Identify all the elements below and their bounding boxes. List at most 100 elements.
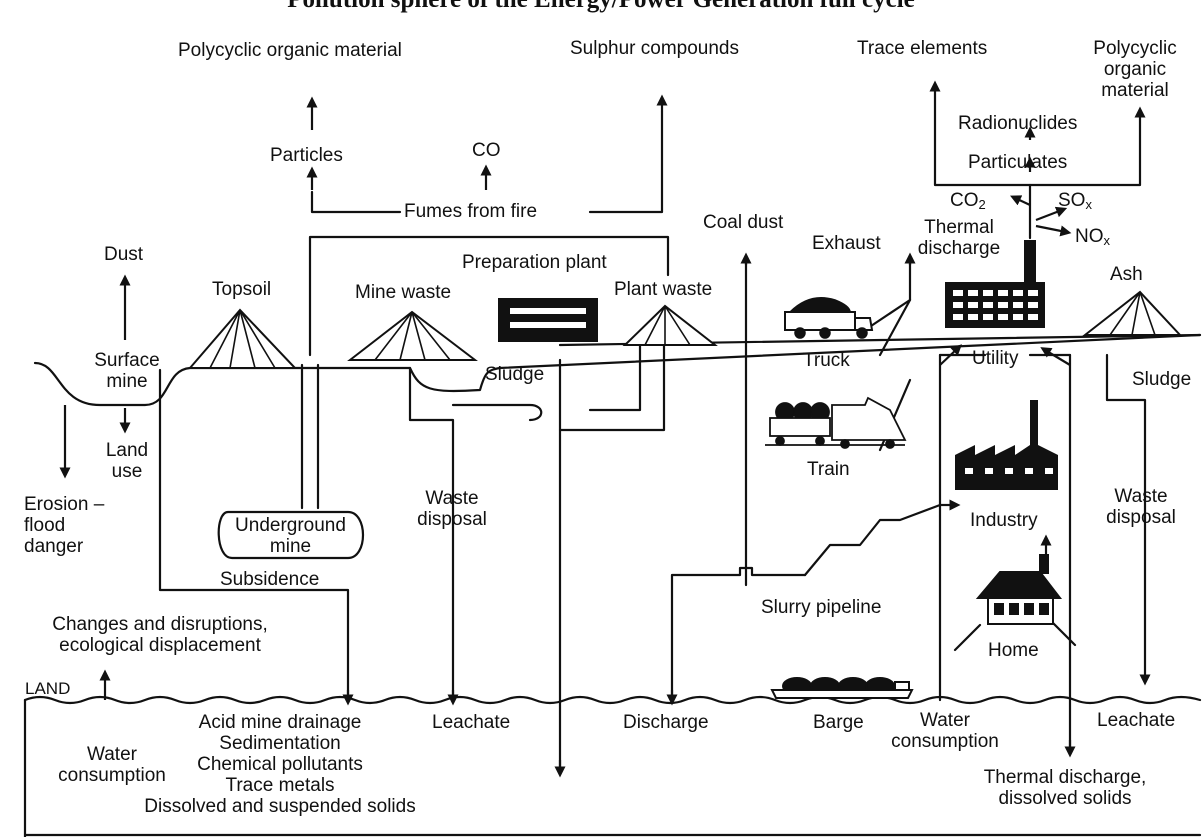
label-acid-5: Dissolved and suspended solids	[144, 796, 416, 817]
preparation-plant-building	[498, 298, 598, 342]
label-subsidence: Subsidence	[220, 569, 320, 590]
label-truck: Truck	[803, 350, 850, 371]
topsoil-pile	[187, 308, 298, 369]
industry-icon	[955, 400, 1058, 490]
train-icon	[765, 396, 907, 449]
label-waste-disposal-right-1: Waste	[1114, 486, 1168, 507]
mine-waste-pile	[347, 310, 478, 361]
fumes-bracket	[310, 190, 402, 214]
label-sludge-right: Sludge	[1132, 369, 1192, 390]
label-nox-sub: x	[1103, 233, 1111, 248]
label-leachate-mid: Leachate	[432, 712, 511, 733]
underground-mine-shape	[217, 510, 365, 560]
label-discharge: Discharge	[623, 712, 709, 733]
stack-bracket	[933, 90, 1142, 187]
label-erosion-1: Erosion –	[24, 494, 105, 515]
label-polycyclic-right-1: Polycyclic	[1093, 38, 1177, 59]
label-mine-waste: Mine waste	[355, 282, 452, 303]
label-nox: NOx	[1075, 226, 1110, 251]
label-sox-main: SO	[1058, 190, 1086, 211]
label-trace-elements: Trace elements	[857, 38, 988, 59]
label-leachate-right: Leachate	[1097, 710, 1176, 731]
plant-waste-pile	[622, 304, 718, 346]
label-erosion-2: flood	[24, 515, 66, 536]
label-polycyclic-right: Polycyclic organic material	[1080, 38, 1190, 101]
label-barge: Barge	[813, 712, 864, 733]
label-water-consumption-left: Water consumption	[42, 744, 182, 786]
label-coal-dust: Coal dust	[703, 212, 784, 233]
label-underground-1: Underground	[235, 515, 346, 536]
label-dust: Dust	[104, 244, 144, 265]
label-erosion-3: danger	[24, 536, 84, 557]
water-surface	[23, 695, 1202, 705]
fumes-box	[308, 235, 670, 357]
label-co2-sub: 2	[978, 197, 986, 212]
label-acid-2: Sedimentation	[219, 733, 341, 754]
home-icon	[975, 554, 1063, 625]
label-waste-disposal-mid-2: disposal	[417, 509, 487, 530]
label-waste-disposal-mid-1: Waste	[425, 488, 479, 509]
label-ash: Ash	[1110, 264, 1143, 285]
label-thermal-dissolved-2: dissolved solids	[998, 788, 1132, 809]
label-thermal-dissolved: Thermal discharge, dissolved solids	[960, 767, 1170, 809]
label-changes-2: ecological displacement	[59, 635, 261, 656]
label-slurry-pipeline: Slurry pipeline	[761, 597, 882, 618]
label-land-use-1: Land	[105, 440, 149, 461]
label-sulphur: Sulphur compounds	[570, 38, 739, 59]
label-waste-disposal-right-2: disposal	[1106, 507, 1176, 528]
label-waste-disposal-right: Waste disposal	[1096, 486, 1186, 528]
label-polycyclic-right-2: organic	[1103, 59, 1167, 80]
label-changes: Changes and disruptions, ecological disp…	[20, 614, 300, 656]
label-exhaust: Exhaust	[812, 233, 881, 254]
label-preparation-plant: Preparation plant	[462, 252, 607, 273]
truck-icon	[784, 297, 874, 339]
waste-disposal-line	[408, 366, 455, 702]
label-land: LAND	[25, 679, 71, 698]
slurry-line	[803, 503, 942, 577]
label-acid-4: Trace metals	[225, 775, 335, 796]
label-acid-3: Chemical pollutants	[197, 754, 363, 775]
label-co: CO	[472, 140, 501, 161]
label-fumes: Fumes from fire	[404, 201, 538, 222]
label-particles: Particles	[270, 145, 343, 166]
label-surface-mine-1: Surface	[94, 350, 160, 371]
label-thermal-1: Thermal	[924, 217, 994, 238]
label-surface-mine-2: mine	[106, 371, 148, 392]
mine-shaft-inner	[300, 363, 320, 510]
label-acid-drainage-group: Acid mine drainage Sedimentation Chemica…	[140, 712, 420, 817]
label-underground-2: mine	[269, 536, 312, 557]
label-surface-mine: Surface mine	[82, 350, 172, 392]
label-water-cons-mid-1: Water	[920, 710, 970, 731]
label-water-consumption-mid: Water consumption	[870, 710, 1020, 752]
label-water-cons-left-1: Water	[87, 744, 137, 765]
label-waste-disposal-mid: Waste disposal	[412, 488, 492, 530]
label-sludge-mid: Sludge	[485, 364, 545, 385]
label-polycyclic-right-3: material	[1101, 80, 1169, 101]
label-land-use: Land use	[92, 440, 162, 482]
label-particulates: Particulates	[968, 152, 1068, 173]
label-home: Home	[988, 640, 1039, 661]
label-acid-1: Acid mine drainage	[198, 712, 362, 733]
label-plant-waste: Plant waste	[614, 279, 713, 300]
label-radionuclides: Radionuclides	[958, 113, 1078, 134]
label-erosion: Erosion – flood danger	[24, 494, 104, 557]
diagram-title: Pollution sphere of the Energy/Power Gen…	[0, 0, 1202, 14]
label-sox-sub: x	[1085, 197, 1092, 212]
barge-icon	[770, 677, 914, 699]
label-co2-main: CO	[950, 190, 979, 211]
sludge-pipe	[451, 403, 543, 422]
label-water-cons-left-2: consumption	[58, 765, 166, 786]
mine-shaft-left	[158, 368, 350, 696]
label-train: Train	[807, 459, 850, 480]
utility-building	[945, 240, 1045, 328]
label-sox: SOx	[1058, 190, 1092, 215]
label-thermal-discharge-top: Thermal discharge	[905, 217, 1013, 259]
label-industry: Industry	[970, 510, 1038, 531]
label-land-use-2: use	[111, 461, 143, 482]
label-topsoil: Topsoil	[212, 279, 272, 300]
label-utility: Utility	[972, 348, 1019, 369]
label-thermal-2: discharge	[917, 238, 1001, 259]
label-nox-main: NO	[1075, 226, 1104, 247]
